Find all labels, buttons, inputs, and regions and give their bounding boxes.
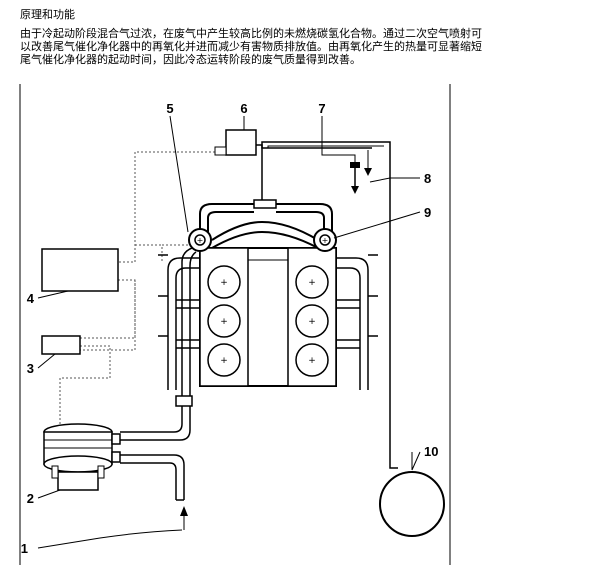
vacuum-reservoir [379,471,445,537]
paragraph-line: 由于冷起动阶段混合气过浓，在废气中产生较高比例的未燃烧碳氢化合物。通过二次空气喷… [20,27,482,40]
callout-2: 2 [27,491,34,506]
callout-6: 6 [240,101,247,116]
relay-box [41,335,81,355]
svg-text:+: + [197,236,204,245]
svg-text:+: + [308,317,316,327]
callout-4: 4 [27,291,35,306]
engine-cylinders [207,265,329,377]
manifold-top-block [253,199,277,209]
intake-arrow-head [180,506,188,516]
leader-lines [37,115,421,549]
callout-8: 8 [424,171,431,186]
vacuum-line-inner [267,145,384,148]
callout-5: 5 [166,101,173,116]
probe-arrow-head [351,186,359,194]
combination-valve-connector [214,146,227,156]
svg-text:+: + [308,278,316,288]
sensor-lead [321,148,356,162]
wiring-dotted [59,151,215,430]
arrow-down-head [364,168,372,176]
pump-outlet-hose [120,406,191,441]
injection-valve-left: + [188,228,212,252]
callout-9: 9 [424,205,431,220]
hose-clamp [175,395,193,407]
svg-text:+: + [220,356,228,366]
exhaust-manifold-left [158,254,200,390]
description-paragraph: 由于冷起动阶段混合气过浓，在废气中产生较高比例的未燃烧碳氢化合物。通过二次空气喷… [20,27,600,66]
cylinder-marks: + + + + + + [220,278,316,366]
paragraph-line: 以改善尾气催化净化器中的再氧化并进而减少有害物质排放值。由再氧化产生的热量可显著… [20,40,482,53]
sensor-body [350,162,360,168]
combination-valve-body [225,129,257,156]
exhaust-manifold-right [336,254,378,390]
control-unit-box [41,248,119,292]
svg-text:+: + [308,356,316,366]
section-title: 原理和功能 [20,8,75,21]
callout-7: 7 [318,101,325,116]
callout-3: 3 [27,361,34,376]
svg-text:+: + [220,317,228,327]
injection-valve-right: + [313,228,337,252]
callout-10: 10 [424,444,438,459]
callout-1: 1 [21,541,28,556]
intake-hose [120,454,185,500]
air-supply-hose [181,247,197,396]
svg-text:+: + [220,278,228,288]
svg-text:+: + [322,236,329,245]
vacuum-line [261,141,398,469]
paragraph-line: 尾气催化净化器的起动时间，因此冷态运转阶段的废气质量得到改善。 [20,53,361,66]
secondary-air-pump [43,423,121,491]
air-injection-pipes [199,203,333,249]
